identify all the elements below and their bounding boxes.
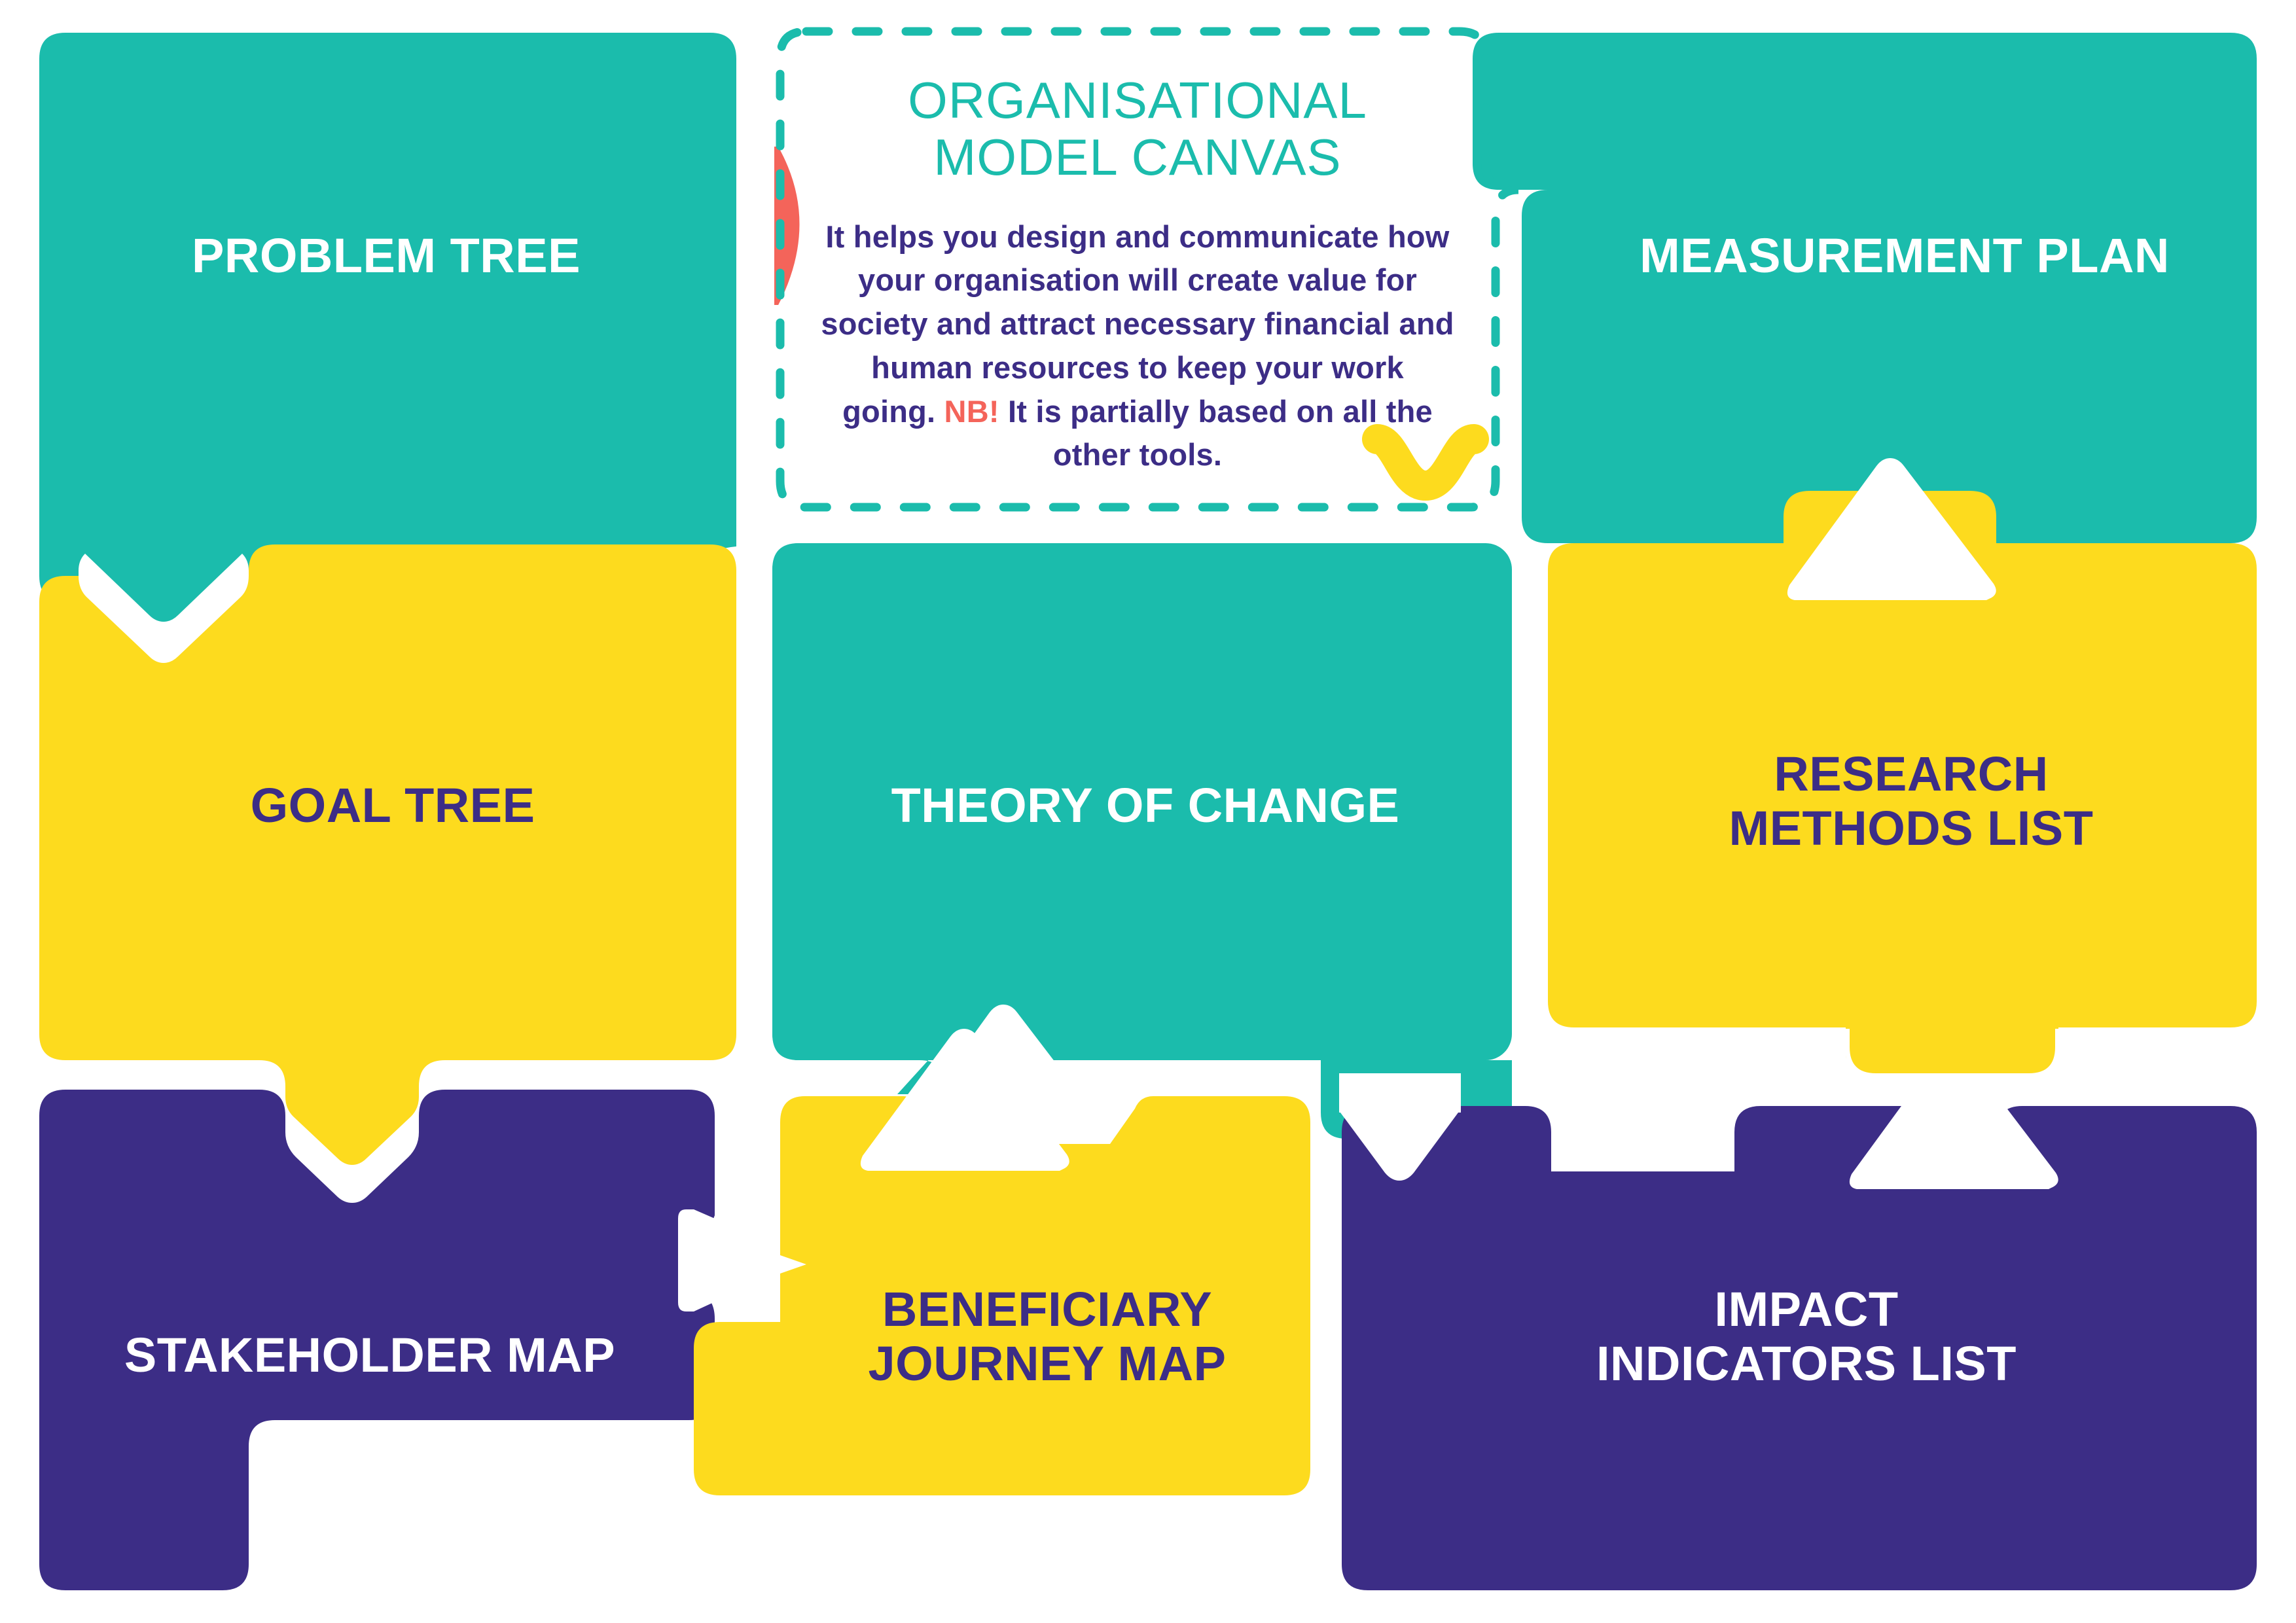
card-shape-goal-tree[interactable] xyxy=(39,544,736,1165)
card-shape-impact-indicators-list[interactable] xyxy=(1342,1106,2257,1590)
card-shape-beneficiary-journey-map[interactable] xyxy=(694,1096,1310,1495)
canvas-description-part-1: It helps you design and communicate how … xyxy=(821,219,1454,429)
canvas-description: It helps you design and communicate how … xyxy=(821,215,1454,477)
yellow-squiggle-decoration xyxy=(1362,424,1489,501)
canvas-description-part-2: It is partially based on all the other t… xyxy=(999,393,1433,473)
card-socket-beneficiary-left xyxy=(713,1212,806,1311)
connector-arrow-measurement-to-research xyxy=(1787,458,1996,600)
card-shape-stakeholder-map[interactable] xyxy=(39,1090,715,1590)
card-shape-research-methods-list[interactable] xyxy=(1548,491,2257,1080)
canvas-title: ORGANISATIONAL MODEL CANVAS xyxy=(908,71,1367,187)
organisational-model-canvas-box[interactable]: ORGANISATIONAL MODEL CANVAS It helps you… xyxy=(783,33,1492,504)
card-tab-research-bottom xyxy=(1850,1021,2055,1073)
card-shape-problem-tree[interactable] xyxy=(39,33,736,622)
card-notch-impact-down-arrow xyxy=(1340,1097,1458,1181)
canvas-nb-marker: NB! xyxy=(944,393,999,429)
card-shape-theory-of-change-body xyxy=(772,543,1512,1060)
canvas-dashed-border xyxy=(776,27,1519,512)
card-notch-beneficiary-up xyxy=(860,1029,1069,1171)
card-shape-measurement-plan[interactable] xyxy=(1473,33,2257,579)
connector-arrow-research-to-impact xyxy=(1849,1047,2058,1189)
